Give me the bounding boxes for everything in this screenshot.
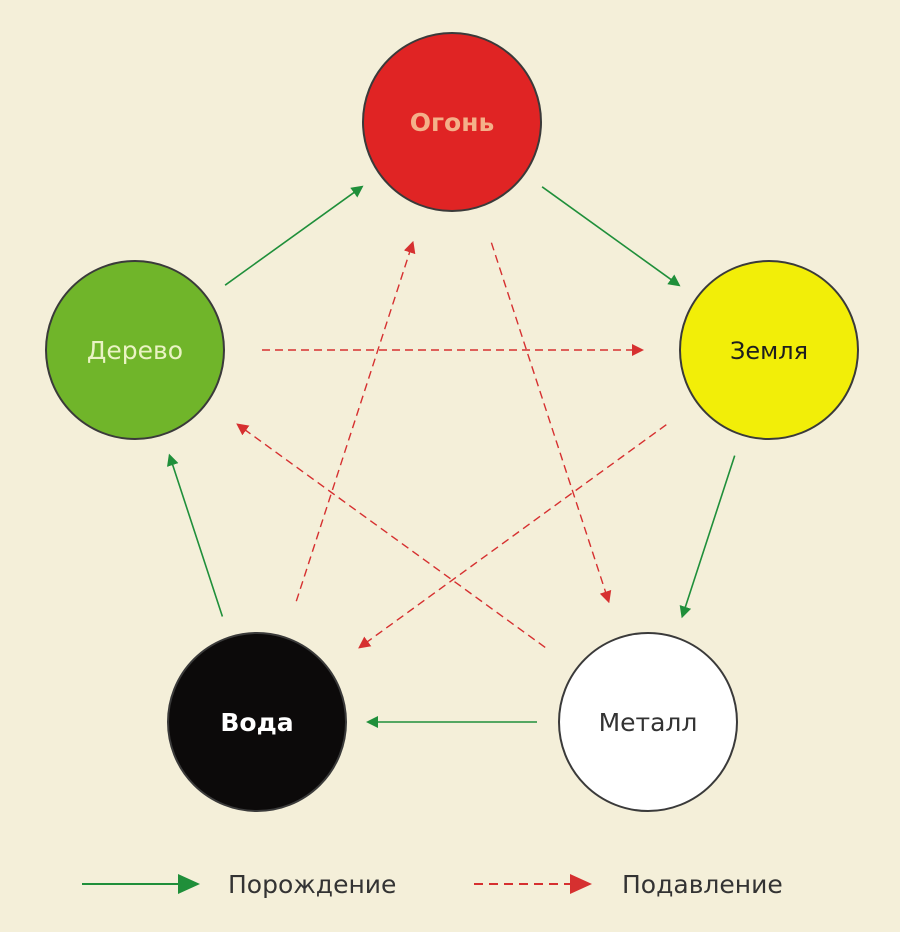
node-water: Вода bbox=[167, 632, 347, 812]
suppression-arrow-water-to-fire bbox=[295, 240, 416, 602]
legend-generation: Порождение bbox=[82, 870, 396, 899]
node-metal: Металл bbox=[558, 632, 738, 812]
generation-arrow-wood-to-fire bbox=[224, 185, 364, 286]
suppression-arrow-metal-to-wood bbox=[236, 423, 546, 648]
generation-arrow-water-to-wood bbox=[167, 453, 224, 617]
node-fire-label: Огонь bbox=[410, 108, 495, 137]
legend-suppression-label: Подавление bbox=[622, 870, 783, 899]
node-earth-circle bbox=[679, 260, 859, 440]
node-fire-circle bbox=[362, 32, 542, 212]
node-wood-circle bbox=[45, 260, 225, 440]
legend: Порождение Подавление bbox=[82, 870, 783, 899]
suppression-arrow-fire-to-metal bbox=[490, 242, 612, 604]
generation-arrow-fire-to-earth bbox=[541, 186, 681, 287]
node-water-label: Вода bbox=[220, 708, 293, 737]
legend-suppression: Подавление bbox=[474, 870, 783, 899]
node-earth: Земля bbox=[679, 260, 859, 440]
node-wood: Дерево bbox=[45, 260, 225, 440]
suppression-arrow-earth-to-water bbox=[358, 424, 667, 649]
node-fire: Огонь bbox=[362, 32, 542, 212]
node-wood-label: Дерево bbox=[87, 336, 183, 365]
legend-generation-label: Порождение bbox=[228, 870, 396, 899]
node-metal-circle bbox=[558, 632, 738, 812]
node-metal-label: Металл bbox=[599, 708, 698, 737]
node-earth-label: Земля bbox=[730, 337, 808, 365]
generation-arrow-earth-to-metal bbox=[679, 455, 736, 619]
edges-layer bbox=[167, 185, 736, 728]
node-water-circle bbox=[167, 632, 347, 812]
